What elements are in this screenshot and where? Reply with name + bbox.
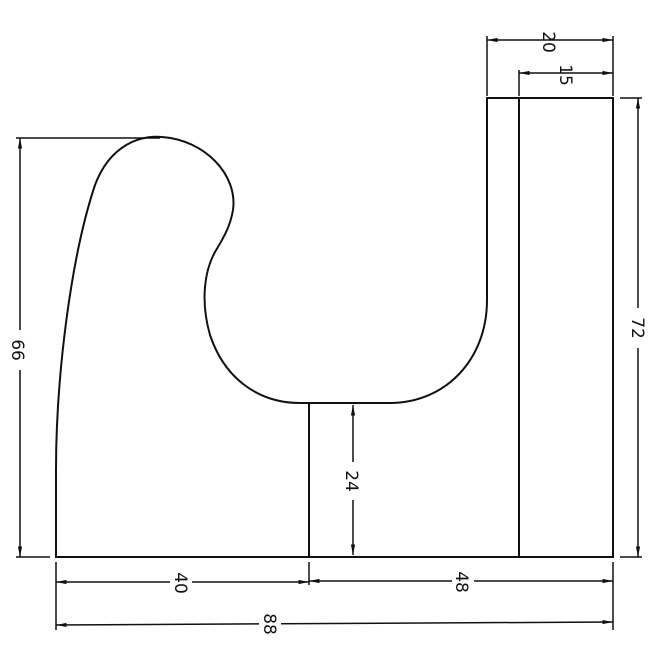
dimension-66: 66: [7, 137, 160, 558]
dimension-15: 15: [518, 64, 613, 96]
dimension-48: 48: [309, 562, 614, 630]
dimension-72: 72: [620, 97, 650, 558]
svg-text:15: 15: [555, 64, 575, 86]
dimension-20: 20: [486, 31, 614, 96]
part-profile: [55, 97, 614, 558]
dimension-88: 88: [55, 613, 614, 636]
dimension-40: 40: [55, 562, 310, 630]
svg-text:72: 72: [627, 317, 647, 339]
svg-text:88: 88: [259, 613, 279, 635]
svg-text:48: 48: [451, 571, 471, 593]
svg-text:20: 20: [538, 31, 558, 53]
svg-text:66: 66: [7, 339, 27, 361]
svg-text:40: 40: [170, 572, 190, 594]
svg-text:24: 24: [341, 470, 361, 492]
dimension-24: 24: [341, 405, 363, 555]
